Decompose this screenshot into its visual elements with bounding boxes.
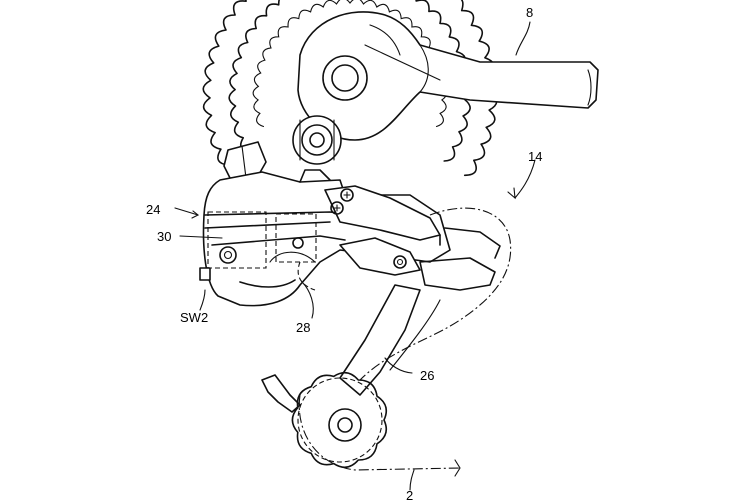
electric-unit-outline [207, 211, 267, 269]
label-movable-part: 28 [296, 320, 310, 335]
movable-part-outline [275, 213, 317, 291]
link-arms [324, 185, 501, 291]
label-switch: SW2 [180, 310, 208, 325]
reference-numerals: 8 14 24 30 SW2 28 26 2 [146, 5, 542, 500]
guide-pulley [291, 371, 388, 469]
label-frame: 8 [526, 5, 533, 20]
label-chain-guide: 26 [420, 368, 434, 383]
label-electric-unit: 30 [157, 229, 171, 244]
chain-guide-arm [261, 284, 441, 413]
label-chain: 2 [406, 488, 413, 500]
leader-lines [174, 21, 536, 491]
label-rear-derailleur: 14 [528, 149, 542, 164]
adjuster-nut [223, 141, 267, 183]
chain-path [298, 207, 512, 477]
axle-bolt [292, 115, 342, 165]
switch-sw2 [199, 267, 211, 281]
frame-dropout [297, 11, 599, 141]
label-base-member: 24 [146, 202, 160, 217]
